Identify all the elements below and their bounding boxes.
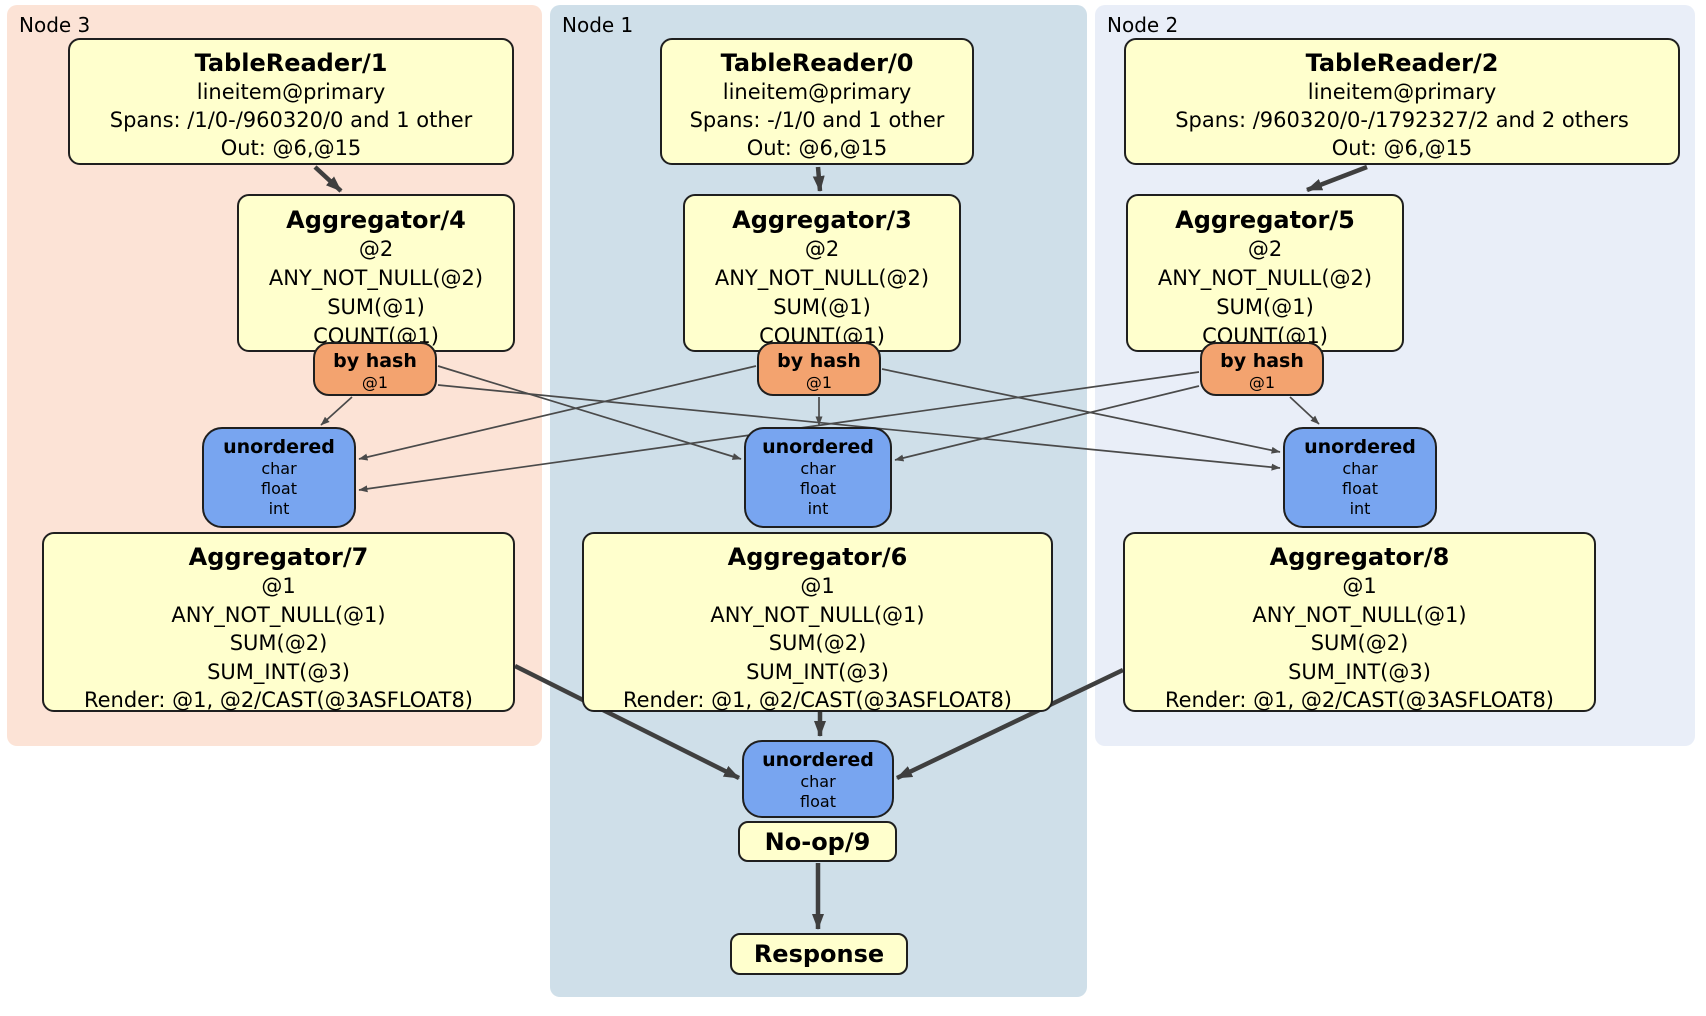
unordered-sync-final: unordered char float	[742, 740, 894, 818]
aggregator-8-box: Aggregator/8 @1 ANY_NOT_NULL(@1) SUM(@2)…	[1123, 532, 1596, 712]
box-line: SUM(@1)	[773, 295, 871, 319]
box-line: ANY_NOT_NULL(@2)	[714, 266, 930, 290]
edge-aggregator7-to-final-sync	[513, 663, 741, 781]
hash-router-node2: by hash @1	[1200, 342, 1324, 396]
box-line: SUM(@1)	[1216, 295, 1314, 319]
box-line: Out: @6,@15	[746, 136, 888, 160]
box-title: Response	[753, 940, 885, 968]
box-line: Spans: /960320/0-/1792327/2 and 2 others	[1175, 108, 1629, 132]
sync-title: unordered	[762, 749, 874, 771]
box-line: SUM(@2)	[1310, 631, 1409, 655]
box-line: Spans: -/1/0 and 1 other	[689, 108, 945, 132]
aggregator-3-box: Aggregator/3 @2 ANY_NOT_NULL(@2) SUM(@1)…	[683, 194, 961, 352]
edge-router1-to-sync2	[881, 368, 1281, 454]
box-title: TableReader/1	[194, 49, 388, 77]
node1-label: Node 1	[562, 13, 634, 37]
box-line: SUM_INT(@3)	[1288, 659, 1431, 684]
box-line: Spans: /1/0-/960320/0 and 1 other	[109, 108, 473, 132]
node2-label: Node 2	[1107, 13, 1179, 37]
box-line: @1	[261, 574, 296, 598]
box-line: SUM_INT(@3)	[746, 659, 889, 684]
box-line: ANY_NOT_NULL(@1)	[171, 602, 386, 627]
sync-type: float	[800, 792, 836, 811]
aggregator-7-box: Aggregator/7 @1 ANY_NOT_NULL(@1) SUM(@2)…	[42, 532, 515, 712]
edge-aggregator8-to-final-sync	[896, 667, 1124, 781]
sync-type: float	[261, 479, 297, 498]
box-line: lineitem@primary	[1307, 80, 1497, 104]
hash-router-node3: by hash @1	[313, 342, 437, 396]
edge-tablereader2-to-aggregator5	[1306, 164, 1368, 193]
edge-router2-to-sync1	[894, 385, 1200, 462]
sync-type: float	[1342, 479, 1378, 498]
edge-router3-to-sync2	[437, 384, 1281, 471]
sync-title: unordered	[1304, 436, 1416, 458]
sync-type: char	[1342, 459, 1378, 478]
sync-type: char	[800, 772, 836, 791]
box-line: Render: @1, @2/CAST(@3ASFLOAT8)	[1164, 688, 1555, 712]
router-detail: @1	[805, 373, 833, 392]
box-line: @1	[1342, 574, 1377, 598]
box-title: Aggregator/6	[727, 543, 908, 571]
box-title: Aggregator/3	[732, 206, 912, 234]
box-title: TableReader/0	[720, 49, 914, 77]
tablereader-1-box: TableReader/1 lineitem@primary Spans: /1…	[68, 38, 514, 165]
box-line: Out: @6,@15	[220, 136, 362, 160]
box-line: lineitem@primary	[722, 80, 912, 104]
router-title: by hash	[1220, 350, 1304, 372]
edge-tablereader0-to-aggregator3	[812, 166, 825, 192]
box-title: No-op/9	[764, 827, 871, 856]
edge-router1-to-sync3	[358, 365, 757, 461]
box-line: @2	[804, 237, 840, 261]
router-title: by hash	[333, 350, 417, 372]
sync-type: int	[807, 499, 829, 518]
router-detail: @1	[361, 373, 389, 392]
sync-title: unordered	[223, 436, 335, 458]
box-line: ANY_NOT_NULL(@1)	[1252, 602, 1467, 627]
box-line: SUM_INT(@3)	[207, 659, 350, 684]
box-title: Aggregator/4	[286, 206, 466, 234]
hash-router-node1: by hash @1	[757, 342, 881, 396]
unordered-sync-node1: unordered char float int	[744, 427, 892, 528]
response-box: Response	[730, 933, 908, 975]
edge-router2-to-sync2	[1289, 396, 1320, 425]
box-title: Aggregator/7	[188, 543, 369, 571]
unordered-sync-node2: unordered char float int	[1283, 427, 1437, 528]
aggregator-5-box: Aggregator/5 @2 ANY_NOT_NULL(@2) SUM(@1)…	[1126, 194, 1404, 352]
unordered-sync-node3: unordered char float int	[202, 427, 356, 528]
tablereader-0-box: TableReader/0 lineitem@primary Spans: -/…	[660, 38, 974, 165]
sync-type: char	[261, 459, 297, 478]
box-line: SUM(@2)	[768, 631, 867, 655]
tablereader-2-box: TableReader/2 lineitem@primary Spans: /9…	[1124, 38, 1680, 165]
router-detail: @1	[1248, 373, 1276, 392]
noop-box: No-op/9	[738, 821, 897, 862]
box-title: Aggregator/8	[1269, 543, 1450, 571]
box-line: lineitem@primary	[196, 80, 386, 104]
box-title: Aggregator/5	[1175, 206, 1355, 234]
box-line: ANY_NOT_NULL(@1)	[710, 602, 925, 627]
sync-type: int	[268, 499, 290, 518]
box-line: ANY_NOT_NULL(@2)	[268, 266, 484, 290]
box-line: @2	[358, 237, 394, 261]
sync-type: int	[1349, 499, 1371, 518]
sync-type: char	[800, 459, 836, 478]
box-line: @1	[800, 574, 835, 598]
box-line: @2	[1247, 237, 1283, 261]
box-line: Render: @1, @2/CAST(@3ASFLOAT8)	[622, 688, 1013, 712]
edge-router3-to-sync3	[320, 396, 353, 426]
box-line: Out: @6,@15	[1331, 136, 1473, 160]
sync-type: float	[800, 479, 836, 498]
aggregator-4-box: Aggregator/4 @2 ANY_NOT_NULL(@2) SUM(@1)…	[237, 194, 515, 352]
node3-label: Node 3	[19, 13, 91, 37]
router-title: by hash	[777, 350, 861, 372]
box-line: SUM(@2)	[229, 631, 328, 655]
box-line: SUM(@1)	[327, 295, 425, 319]
sync-title: unordered	[762, 436, 874, 458]
box-title: TableReader/2	[1305, 49, 1499, 77]
aggregator-6-box: Aggregator/6 @1 ANY_NOT_NULL(@1) SUM(@2)…	[582, 532, 1053, 712]
box-line: ANY_NOT_NULL(@2)	[1157, 266, 1373, 290]
box-line: Render: @1, @2/CAST(@3ASFLOAT8)	[83, 688, 474, 712]
edge-tablereader1-to-aggregator4	[313, 165, 343, 193]
